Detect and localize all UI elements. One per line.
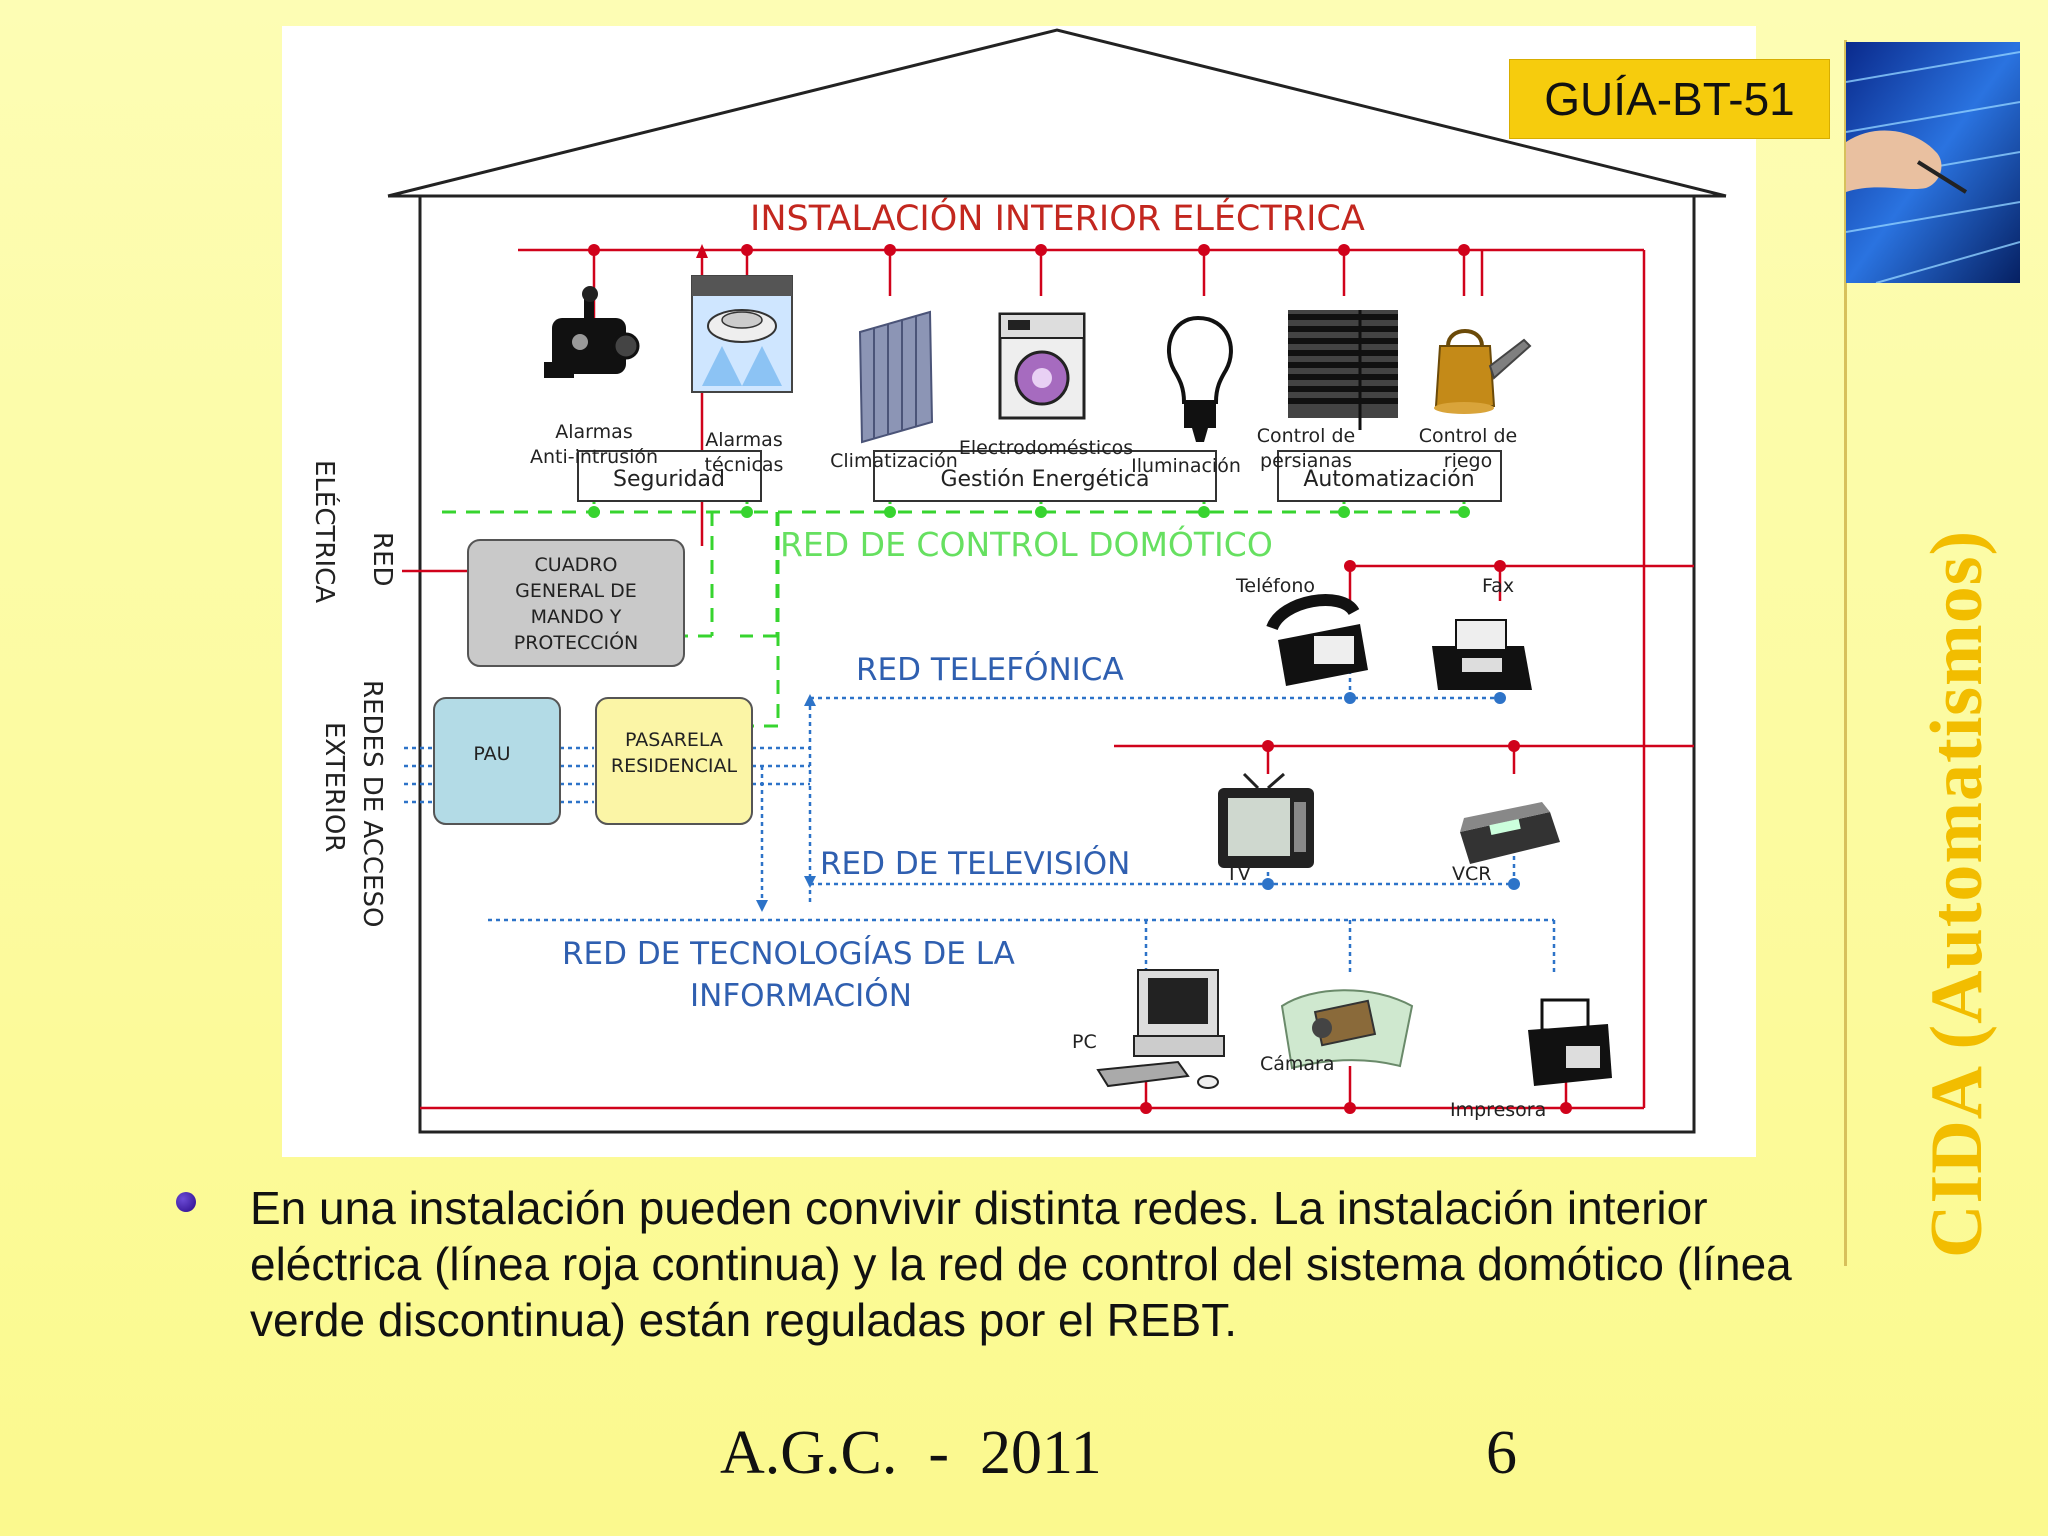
network-diagram: INSTALACIÓN INTERIOR ELÉCTRICA [282, 26, 1756, 1157]
label-appliances: Electrodomésticos [959, 437, 1133, 459]
vcr-icon [1460, 802, 1560, 864]
control-junction-dots [588, 506, 1470, 518]
label-camera: Cámara [1260, 1053, 1335, 1075]
group-box-energy: Gestión Energética [873, 450, 1217, 502]
it-network-label-line1: RED DE TECNOLOGÍAS DE LA [562, 936, 1015, 972]
group-label-energy: Gestión Energética [940, 467, 1149, 492]
smoke-detector-icon [691, 275, 793, 393]
control-network-label: RED DE CONTROL DOMÓTICO [780, 524, 1273, 564]
label-irrigation-2: riego [1444, 450, 1492, 472]
washing-machine-icon [998, 312, 1086, 420]
group-box-security: Seguridad [577, 450, 762, 502]
label-printer: Impresora [1450, 1099, 1546, 1121]
bullet-text: En una instalación pueden convivir disti… [250, 1182, 1792, 1346]
main-panel-line1: CUADRO [535, 554, 618, 576]
pc-icon [1096, 969, 1225, 1089]
label-alarm-intrusion-1: Alarmas [555, 421, 632, 443]
side-label-access-2: EXTERIOR [319, 722, 349, 852]
it-network-label-line2: INFORMACIÓN [690, 977, 912, 1014]
electric-network-lines [402, 248, 1694, 1110]
data-arrow-icons [756, 694, 816, 912]
side-label-electric-1: RED [367, 532, 397, 587]
label-alarm-technical-1: Alarmas [705, 429, 782, 451]
label-blinds-1: Control de [1257, 425, 1355, 447]
label-alarm-technical-2: técnicas [705, 454, 784, 476]
group-label-automation: Automatización [1303, 467, 1474, 492]
device-labels: Alarmas Anti-intrusión Alarmas técnicas … [530, 421, 1517, 477]
radiator-icon [858, 310, 934, 444]
main-panel-line2: GENERAL DE [515, 580, 637, 602]
camera-icon [1280, 989, 1414, 1070]
side-label-electric-2: ELÉCTRICA [309, 460, 341, 603]
label-phone: Teléfono [1235, 575, 1315, 597]
label-pc: PC [1072, 1031, 1097, 1053]
gateway-line1: PASARELA [625, 729, 723, 751]
side-label-access: REDES DE ACCESO EXTERIOR [319, 680, 387, 927]
tv-network-label: RED DE TELEVISIÓN [820, 845, 1130, 882]
pau-box: PAU [433, 697, 561, 825]
label-vcr: VCR [1452, 863, 1491, 885]
side-title-text: CIDA (Automatismos) [1916, 529, 1998, 1258]
main-panel-line3: MANDO Y [531, 606, 622, 628]
gateway-line2: RESIDENCIAL [611, 755, 738, 777]
installation-title: INSTALACIÓN INTERIOR ELÉCTRICA [750, 197, 1365, 239]
footer-author-year: A.G.C. - 2011 [720, 1419, 1102, 1487]
fax-icon [1432, 619, 1532, 690]
light-bulb-icon [1166, 315, 1233, 442]
label-blinds-2: persianas [1260, 450, 1352, 472]
label-climatization: Climatización [830, 450, 958, 472]
main-panel-line4: PROTECCIÓN [514, 630, 639, 654]
side-label-electric: RED ELÉCTRICA [309, 460, 397, 603]
label-fax: Fax [1482, 575, 1514, 597]
data-junction-dots [1262, 692, 1520, 890]
telephone-icon [1266, 594, 1368, 686]
group-box-automation: Automatización [1277, 450, 1502, 502]
group-label-security: Seguridad [613, 467, 725, 492]
hand-circuit-photo [1846, 42, 2020, 283]
electric-junction-dots [588, 244, 1572, 1114]
guide-badge: GUÍA-BT-51 [1509, 59, 1830, 139]
side-label-access-1: REDES DE ACCESO [357, 680, 387, 927]
printer-icon [1528, 998, 1612, 1086]
window-blinds-icon [1288, 310, 1398, 430]
pau-label: PAU [473, 743, 510, 765]
up-arrow-icon [696, 244, 708, 258]
label-alarm-intrusion-2: Anti-intrusión [530, 446, 658, 468]
tv-icon [1218, 772, 1314, 868]
vertical-rule [1844, 40, 1847, 1266]
data-network-lines [404, 666, 1556, 976]
label-tv: TV [1225, 863, 1251, 885]
label-lighting: Iluminación [1131, 455, 1241, 477]
footer-page-number: 6 [1486, 1419, 1517, 1487]
phone-network-label: RED TELEFÓNICA [856, 651, 1124, 688]
gateway-box: PASARELA RESIDENCIAL [595, 697, 753, 825]
house-outline [387, 28, 1727, 1134]
label-irrigation-1: Control de [1419, 425, 1517, 447]
bullet-icon [176, 1192, 196, 1212]
watering-can-icon [1434, 329, 1532, 414]
camera-alarm-icon [544, 286, 640, 378]
main-panel-box: CUADRO GENERAL DE MANDO Y PROTECCIÓN [467, 539, 685, 667]
